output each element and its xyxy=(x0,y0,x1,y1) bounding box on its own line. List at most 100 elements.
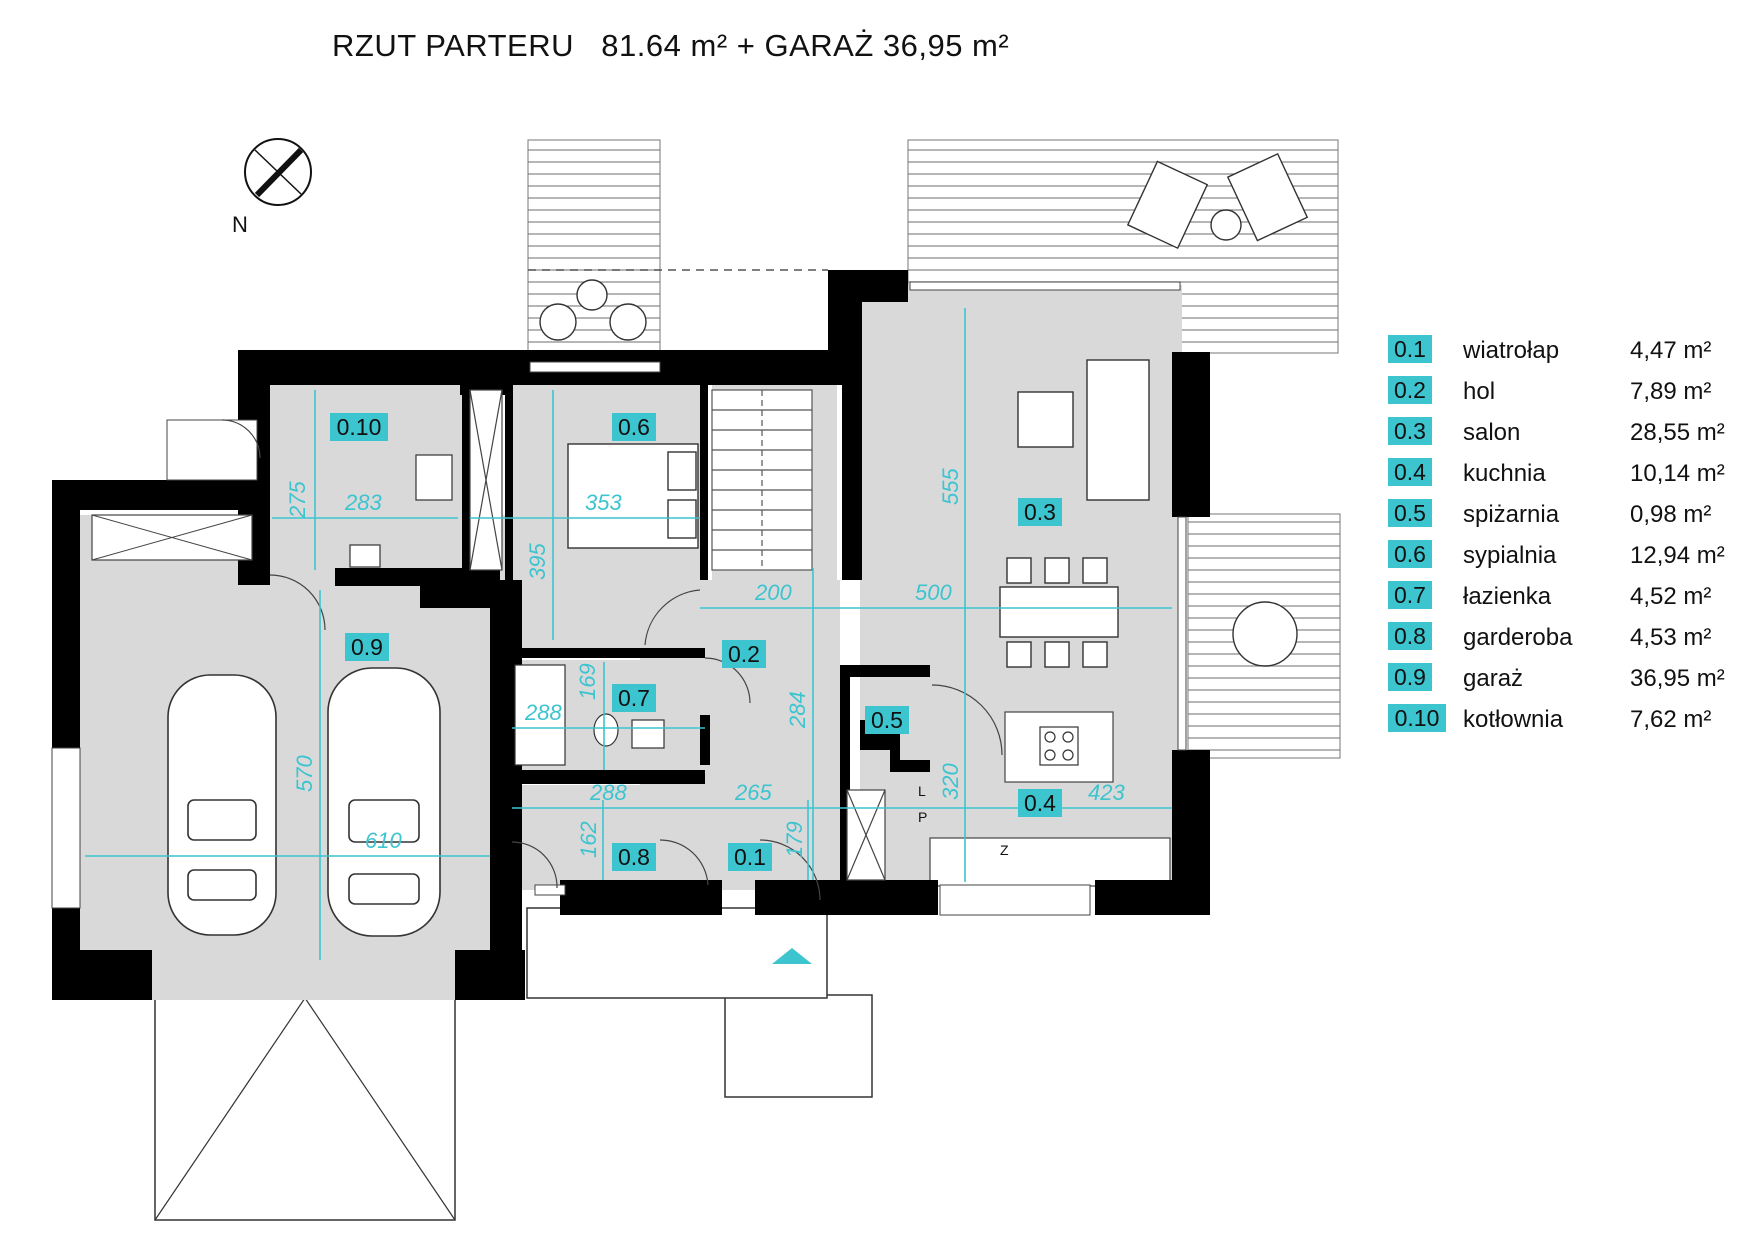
legend-room-area: 4,47 m² xyxy=(1630,337,1711,364)
dim-179: 179 xyxy=(782,821,807,858)
garage-canopy xyxy=(154,994,456,1221)
room-tag-0-9: 0.9 xyxy=(345,633,389,661)
legend-code-box xyxy=(1388,376,1432,404)
room-tag-0-6: 0.6 xyxy=(612,413,656,441)
legend-code-box xyxy=(1388,581,1432,609)
dim-169: 169 xyxy=(575,663,600,700)
dim-555: 555 xyxy=(938,468,963,505)
room-tag-code: 0.5 xyxy=(871,707,903,733)
kitchen-counter xyxy=(929,837,1171,887)
legend-code-box xyxy=(1388,540,1432,568)
room-tag-code: 0.3 xyxy=(1024,499,1056,525)
legend-room-area: 28,55 m² xyxy=(1630,419,1725,446)
bathroom-fixtures xyxy=(349,454,665,766)
legend-code-box xyxy=(1388,704,1446,732)
legend-room-name: łazienka xyxy=(1463,583,1552,610)
dim-423: 423 xyxy=(1088,780,1125,805)
room-tag-code: 0.9 xyxy=(351,634,383,660)
room-tag-0-4: 0.4 xyxy=(1018,789,1062,817)
terrace-furniture xyxy=(539,152,1309,667)
room-tags: 0.1 0.2 0.3 0.4 0.5 0.6 0.7 0.8 0.9 0.10 xyxy=(330,413,1062,871)
stair-label-p: P xyxy=(918,809,927,825)
legend-room-name: hol xyxy=(1463,378,1495,405)
north-label: N xyxy=(232,212,248,237)
wardrobe-bedroom xyxy=(469,389,503,571)
legend-code-box xyxy=(1388,335,1432,363)
dim-288-bath: 288 xyxy=(524,700,562,725)
entrance-steps xyxy=(724,994,873,1098)
legend-room-area: 4,53 m² xyxy=(1630,624,1711,651)
legend-room-area: 12,94 m² xyxy=(1630,542,1725,569)
room-tag-box xyxy=(345,633,389,661)
room-tag-code: 0.1 xyxy=(734,844,766,870)
car-left-icon xyxy=(167,674,277,936)
room-tag-box xyxy=(612,843,656,871)
living-furniture xyxy=(999,359,1150,668)
legend-row: 0.7 łazienka 4,52 m² xyxy=(1388,581,1711,610)
room-tag-code: 0.6 xyxy=(618,414,650,440)
garage-door xyxy=(91,514,253,561)
room-tag-code: 0.4 xyxy=(1024,790,1056,816)
room-tag-box xyxy=(865,706,909,734)
legend-code: 0.2 xyxy=(1394,377,1426,403)
dim-200: 200 xyxy=(754,580,792,605)
dim-610: 610 xyxy=(365,828,402,853)
room-tag-0-2: 0.2 xyxy=(722,640,766,668)
dim-265: 265 xyxy=(734,780,772,805)
legend-row: 0.4 kuchnia 10,14 m² xyxy=(1388,458,1725,487)
legend-code: 0.10 xyxy=(1395,705,1440,731)
staircase xyxy=(711,389,813,571)
legend-room-name: kotłownia xyxy=(1463,706,1564,733)
legend-code-box xyxy=(1388,499,1432,527)
walls xyxy=(52,270,1210,1000)
room-tag-box xyxy=(1018,498,1062,526)
legend-code: 0.5 xyxy=(1394,500,1426,526)
room-tag-box xyxy=(728,843,772,871)
dim-320: 320 xyxy=(938,763,963,800)
kitchen-mark: Z xyxy=(1000,842,1009,858)
bed xyxy=(567,443,699,549)
legend-code-box xyxy=(1388,417,1432,445)
room-tag-box xyxy=(722,640,766,668)
legend-room-area: 4,52 m² xyxy=(1630,583,1711,610)
legend-room-name: kuchnia xyxy=(1463,460,1546,487)
room-tag-0-7: 0.7 xyxy=(612,684,656,712)
legend-room-area: 7,62 m² xyxy=(1630,706,1711,733)
page-title: RZUT PARTERU 81.64 m² + GARAŻ 36,95 m² xyxy=(332,28,1010,63)
room-tag-box xyxy=(612,413,656,441)
legend-code: 0.6 xyxy=(1394,541,1426,567)
legend-code: 0.9 xyxy=(1394,664,1426,690)
legend-room-name: wiatrołap xyxy=(1462,337,1559,364)
legend-room-name: salon xyxy=(1463,419,1520,446)
room-tag-0-5: 0.5 xyxy=(865,706,909,734)
legend-code-box xyxy=(1388,622,1432,650)
legend-code: 0.4 xyxy=(1394,459,1426,485)
legend-room-area: 10,14 m² xyxy=(1630,460,1725,487)
north-arrow-icon xyxy=(244,138,312,206)
dim-162: 162 xyxy=(576,821,601,858)
room-tag-box xyxy=(1018,789,1062,817)
legend-code: 0.7 xyxy=(1394,582,1426,608)
legend-room-area: 0,98 m² xyxy=(1630,501,1711,528)
legend-room-name: sypialnia xyxy=(1463,542,1557,569)
car-right-icon xyxy=(327,667,441,937)
cooktop-icon xyxy=(1039,726,1079,766)
dim-275: 275 xyxy=(285,481,310,519)
dim-570: 570 xyxy=(292,755,317,792)
room-tag-0-10: 0.10 xyxy=(330,413,388,441)
dim-395: 395 xyxy=(525,543,550,580)
dim-284: 284 xyxy=(785,691,810,729)
legend-row: 0.10 kotłownia 7,62 m² xyxy=(1388,704,1711,733)
legend-room-name: spiżarnia xyxy=(1463,501,1560,528)
wardrobe-hall xyxy=(846,789,886,881)
dim-283: 283 xyxy=(344,490,382,515)
room-tag-code: 0.8 xyxy=(618,844,650,870)
room-tag-box xyxy=(612,684,656,712)
entrance-arrow-icon xyxy=(772,948,812,964)
